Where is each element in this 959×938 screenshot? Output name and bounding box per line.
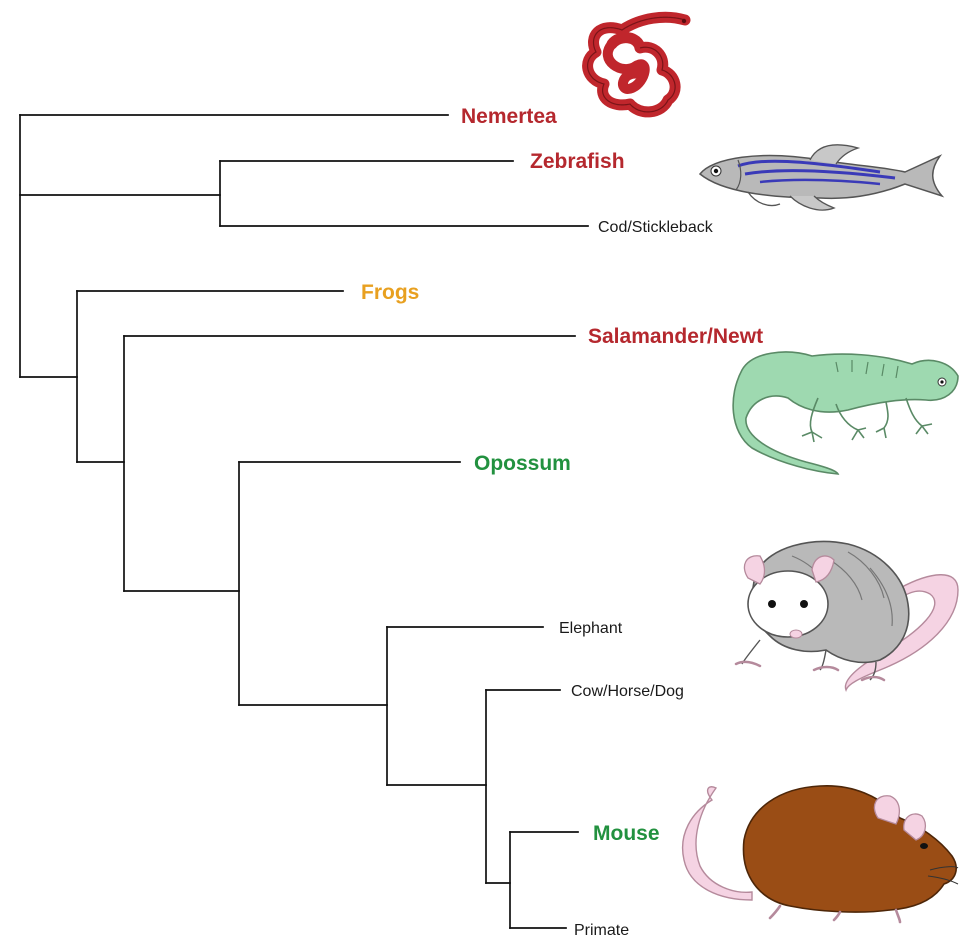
label-salamander: Salamander/Newt: [588, 325, 763, 348]
label-cod: Cod/Stickleback: [598, 219, 714, 236]
zebrafish-illustration: [700, 145, 942, 210]
label-nemertea: Nemertea: [461, 105, 557, 128]
salamander-illustration: [733, 352, 958, 474]
label-frogs: Frogs: [361, 281, 419, 304]
label-cow: Cow/Horse/Dog: [571, 683, 684, 700]
opossum-illustration: [736, 542, 958, 690]
worm-illustration: [588, 17, 687, 112]
label-primate: Primate: [574, 922, 629, 938]
label-mouse: Mouse: [593, 822, 660, 845]
label-zebrafish: Zebrafish: [530, 150, 625, 173]
label-opossum: Opossum: [474, 452, 571, 475]
mouse-illustration: [683, 786, 958, 922]
tree-branches: [20, 115, 588, 928]
label-elephant: Elephant: [559, 620, 623, 637]
